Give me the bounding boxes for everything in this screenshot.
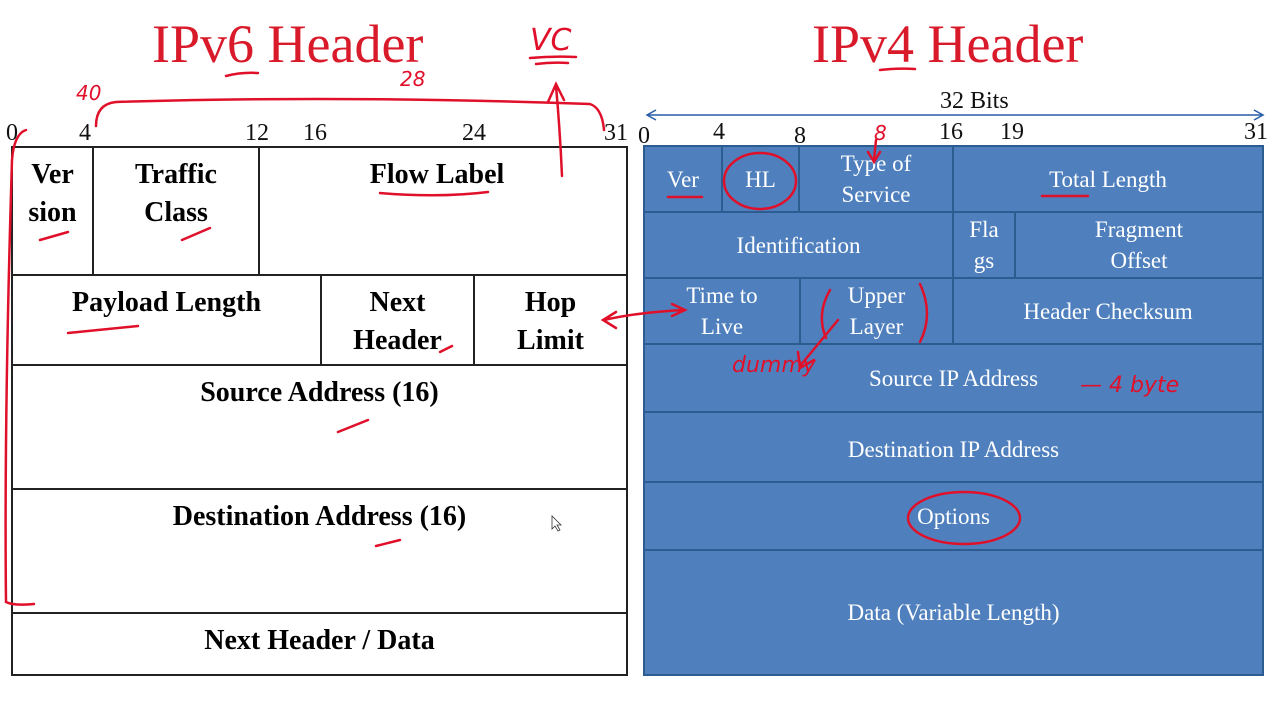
ipv6-flow-label-text: Flow Label [369,159,505,190]
ipv4-time-to-live-field: Time to Live [643,277,801,345]
ipv6-traffic-class-line1: Traffic [135,159,217,190]
ipv4-fragment-offset-line1: Fragment [1094,217,1184,242]
ipv6-destination-address-field: Destination Address (16) [11,488,628,614]
ipv6-title: IPv6 Header [152,14,424,74]
vc-annotation: VC [530,23,572,58]
ipv6-width-bracket [94,97,606,132]
ipv4-header-checksum-field: Header Checksum [952,277,1264,345]
ipv6-version-line1: Ver [31,159,74,190]
ipv6-flow-label-field: Flow Label [258,146,628,276]
eight-annotation: 8 [874,121,887,145]
ipv4-source-ip-field: Source IP Address [643,343,1264,413]
ipv4-tick-8: 8 [794,123,806,149]
ipv6-next-header-field: Next Header [320,274,475,366]
ipv6-tick-24: 24 [462,120,486,146]
ipv4-flags-line1: Fla [969,217,999,242]
ipv6-traffic-class-field: Traffic Class [92,146,260,276]
ipv4-ttl-line1: Time to [686,283,758,308]
ipv6-payload-length-field: Payload Length [11,274,322,366]
ipv4-fragment-offset-line2: Offset [1110,248,1168,273]
ipv4-flags-field: Fla gs [952,211,1016,279]
forty-annotation: 40 [76,81,101,105]
ipv4-data-text: Data (Variable Length) [847,600,1060,625]
ipv6-source-address-text: Source Address (16) [200,377,439,408]
ipv6-tick-31: 31 [604,120,628,146]
ipv4-fragment-offset-field: Fragment Offset [1014,211,1264,279]
ipv4-tick-19: 19 [1000,119,1024,145]
ipv4-options-text: Options [917,503,990,529]
ipv6-next-header-data-text: Next Header / Data [204,625,435,656]
ipv4-width-label: 32 Bits [940,88,1009,114]
vc-underline [528,55,578,66]
ipv6-tick-4: 4 [79,120,91,146]
ipv6-next-header-data-field: Next Header / Data [11,612,628,676]
ipv4-identification-field: Identification [643,211,954,279]
ipv4-header-checksum-text: Header Checksum [1023,298,1193,324]
ipv6-next-header-line2: Header [353,325,442,356]
ipv4-tick-4: 4 [713,119,725,145]
ipv4-title: IPv4 Header [812,14,1084,74]
ipv4-hl-field: HL [721,145,800,213]
ipv4-ver-field: Ver [643,145,723,213]
ipv6-version-line2: sion [28,197,77,228]
ipv4-total-length-field: Total Length [952,145,1264,213]
ipv4-upper-layer-line1: Upper [847,283,906,308]
ipv4-ver-text: Ver [667,166,699,192]
ipv4-tos-line2: Service [841,182,911,207]
ipv4-hl-text: HL [745,166,776,192]
ipv4-data-field: Data (Variable Length) [643,549,1264,676]
ipv4-tos-line1: Type of [840,151,912,176]
ipv6-next-header-line1: Next [369,287,426,318]
ipv4-tick-16: 16 [939,119,963,145]
ipv6-tick-12: 12 [245,120,269,146]
ipv6-hop-limit-line1: Hop [524,287,577,318]
ipv4-flags-line2: gs [973,248,995,273]
ipv6-payload-length-text: Payload Length [71,287,262,318]
ipv6-hop-limit-line2: Limit [517,325,584,356]
ipv4-upper-layer-field: Upper Layer [799,277,954,345]
ipv6-traffic-class-line2: Class [144,197,208,228]
ipv4-type-of-service-field: Type of Service [798,145,954,213]
ipv6-version-field: Ver sion [11,146,94,276]
ipv4-destination-ip-text: Destination IP Address [847,436,1060,462]
ipv6-source-address-field: Source Address (16) [11,364,628,490]
ipv4-tick-31: 31 [1244,119,1268,145]
ipv4-upper-layer-line2: Layer [849,314,904,339]
ipv4-destination-ip-field: Destination IP Address [643,411,1264,483]
ipv6-destination-address-text: Destination Address (16) [172,501,467,532]
ipv4-identification-text: Identification [736,232,861,258]
ipv4-tick-0: 0 [638,123,650,149]
ipv4-options-field: Options [643,481,1264,551]
ipv6-tick-0: 0 [6,120,18,146]
ipv4-total-length-text: Total Length [1049,166,1167,192]
ipv4-ttl-line2: Live [700,314,744,339]
ipv6-hop-limit-field: Hop Limit [473,274,628,366]
ipv6-tick-16: 16 [303,120,327,146]
ipv4-source-ip-text: Source IP Address [868,365,1039,391]
